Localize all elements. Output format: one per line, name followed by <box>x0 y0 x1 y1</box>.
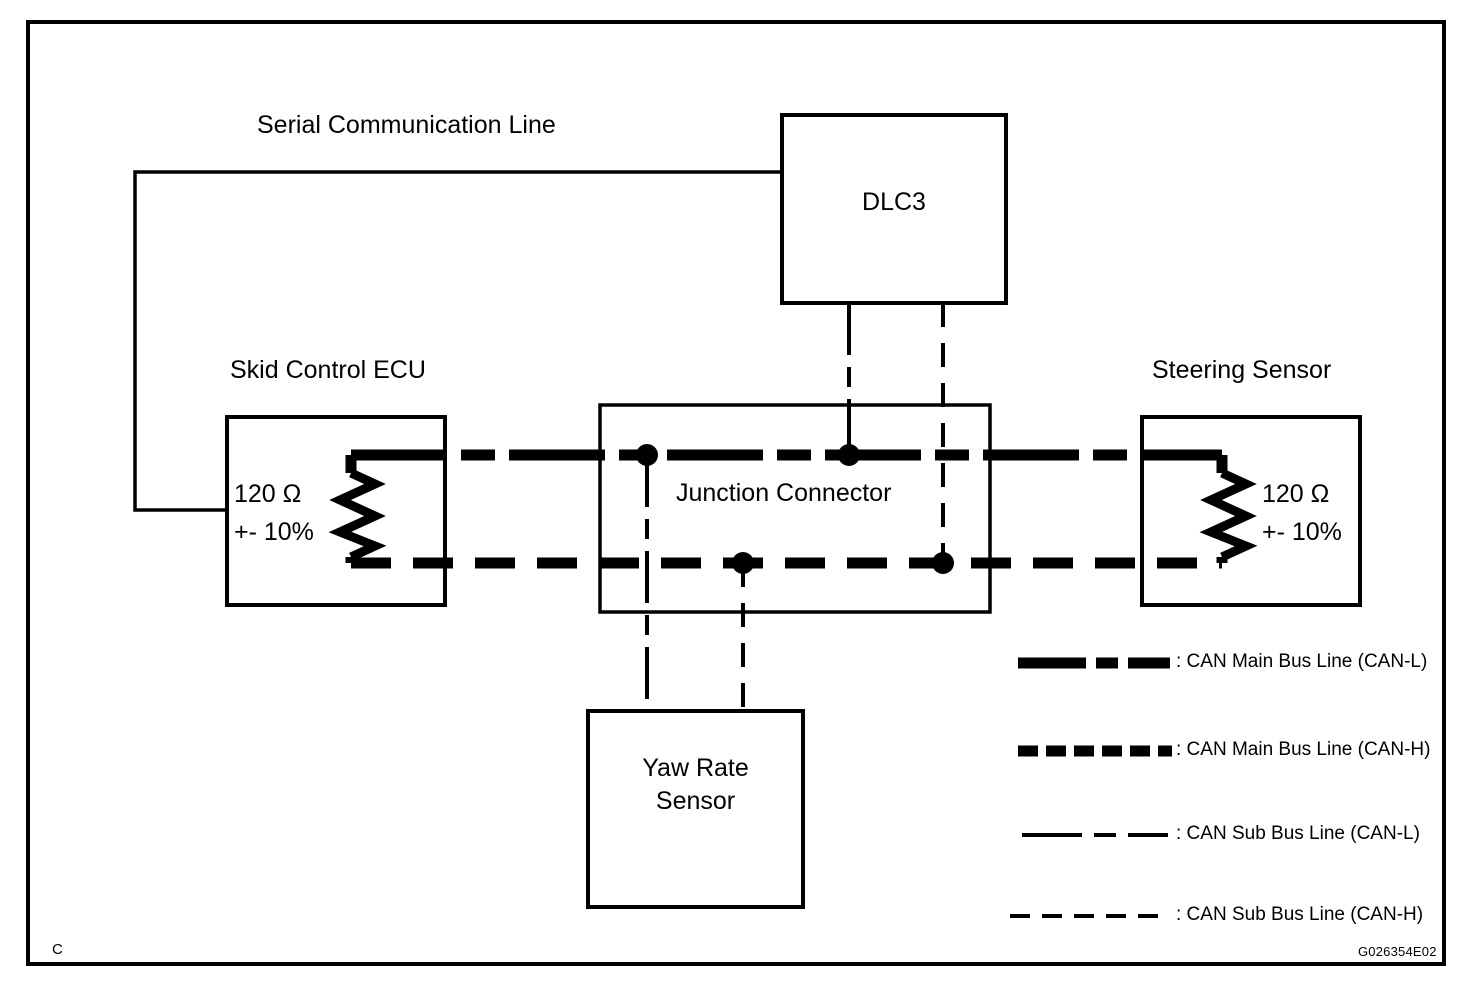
skid-ecu-terminating-resistor <box>328 455 387 563</box>
serial-communication-line <box>133 170 782 512</box>
legend-label-sub-can-l: : CAN Sub Bus Line (CAN-L) <box>1176 823 1420 844</box>
dlc3-label: DLC3 <box>862 188 926 216</box>
junction-connector-label: Junction Connector <box>676 479 892 507</box>
figure-code: G026354E02 <box>1358 944 1437 959</box>
yaw-rate-sensor-label-line1: Yaw Rate <box>642 754 749 782</box>
legend-label-main-can-l: : CAN Main Bus Line (CAN-L) <box>1176 651 1428 672</box>
skid-ecu-resistor-value: 120 Ω <box>234 480 302 508</box>
junction-connector-box <box>598 403 992 614</box>
steering-sensor-box <box>1140 415 1362 607</box>
yaw-rate-sensor-label-line2: Sensor <box>655 787 736 815</box>
skid-ecu-resistor-tolerance: +- 10% <box>234 518 314 546</box>
skid-control-ecu-box <box>225 415 447 607</box>
junction-dot-can-h-yaw <box>732 552 754 574</box>
legend-label-main-can-h: : CAN Main Bus Line (CAN-H) <box>1176 739 1431 760</box>
steering-sensor-resistor-tolerance: +- 10% <box>1262 518 1342 546</box>
junction-dot-can-l-yaw <box>636 444 658 466</box>
serial-communication-line-label: Serial Communication Line <box>257 111 556 139</box>
skid-control-ecu-title: Skid Control ECU <box>230 356 426 384</box>
corner-mark: C <box>52 941 63 958</box>
steering-sensor-terminating-resistor <box>1199 455 1258 563</box>
yaw-rate-sensor-box <box>586 709 805 909</box>
junction-dot-can-l-dlc3 <box>838 444 860 466</box>
junction-dot-can-h-dlc3 <box>932 552 954 574</box>
steering-sensor-title: Steering Sensor <box>1152 356 1332 384</box>
dlc3-box <box>780 113 1008 305</box>
steering-sensor-resistor-value: 120 Ω <box>1262 480 1330 508</box>
legend-label-sub-can-h: : CAN Sub Bus Line (CAN-H) <box>1176 904 1424 925</box>
outer-frame <box>26 20 1446 966</box>
